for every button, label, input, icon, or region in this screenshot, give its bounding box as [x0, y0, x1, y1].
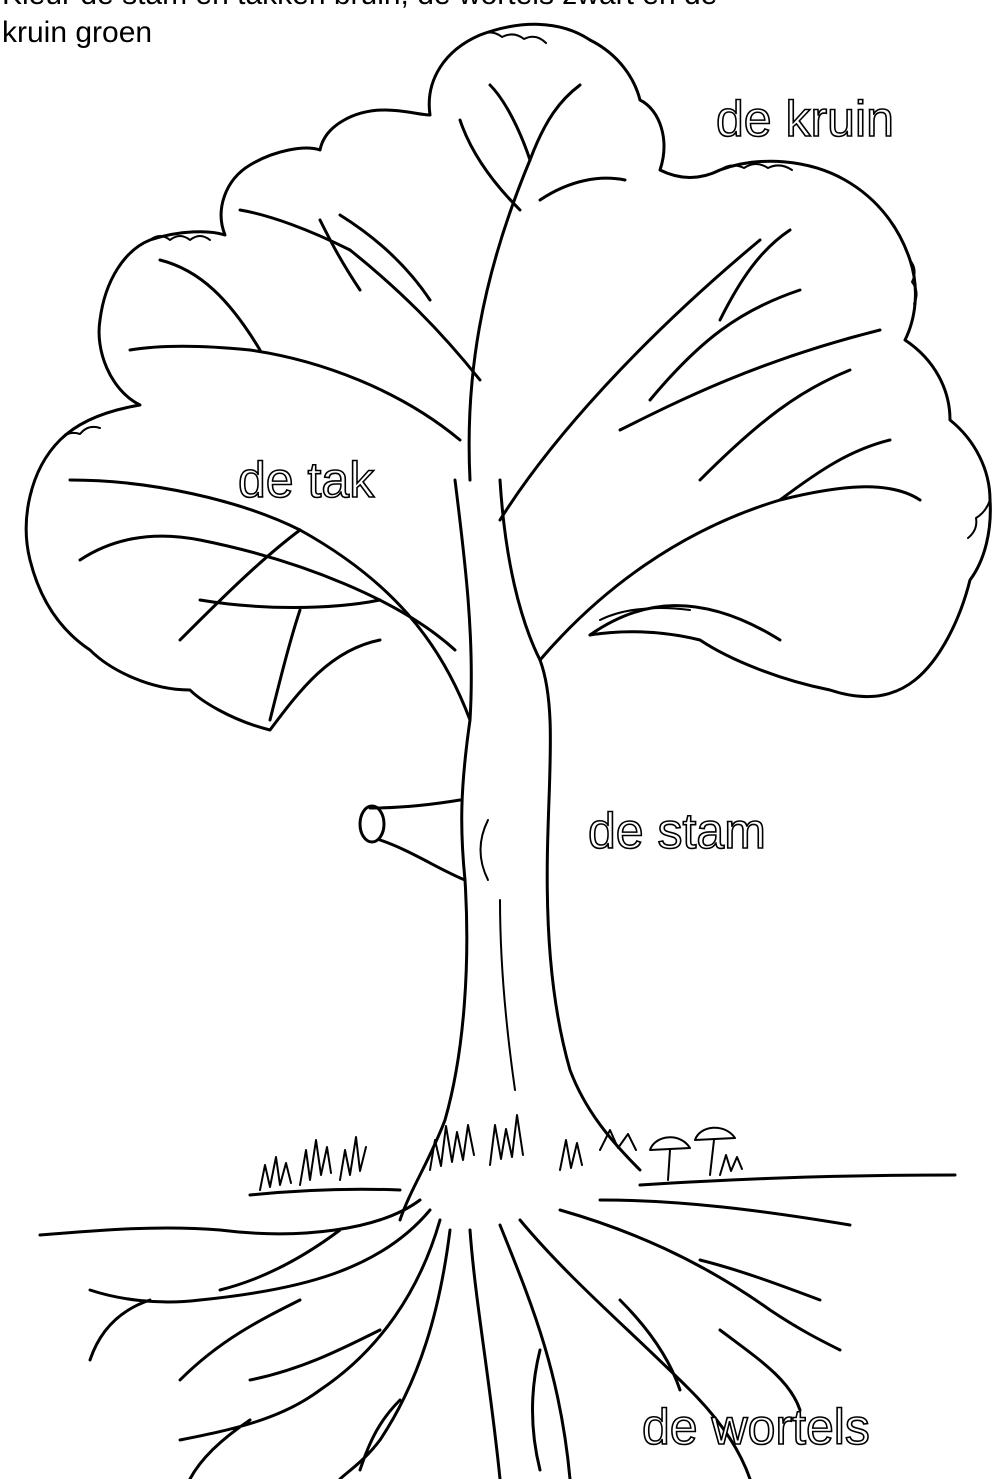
- mushrooms: [650, 1128, 735, 1180]
- stub-branch: [370, 800, 465, 880]
- roots-label: de wortels: [642, 1402, 870, 1452]
- trunk-label: de stam: [588, 806, 766, 856]
- instruction-line-1: Kleur de stam en takken bruin, de wortel…: [2, 0, 717, 12]
- branch-label: de tak: [238, 455, 374, 505]
- branch-left-main: [70, 480, 470, 720]
- branch-right-main: [500, 240, 760, 520]
- ground-line: [250, 1175, 955, 1195]
- trunk-left-edge: [400, 480, 471, 1220]
- crown-label: de kruin: [716, 94, 894, 144]
- instruction-line-2: kruin groen: [2, 16, 152, 50]
